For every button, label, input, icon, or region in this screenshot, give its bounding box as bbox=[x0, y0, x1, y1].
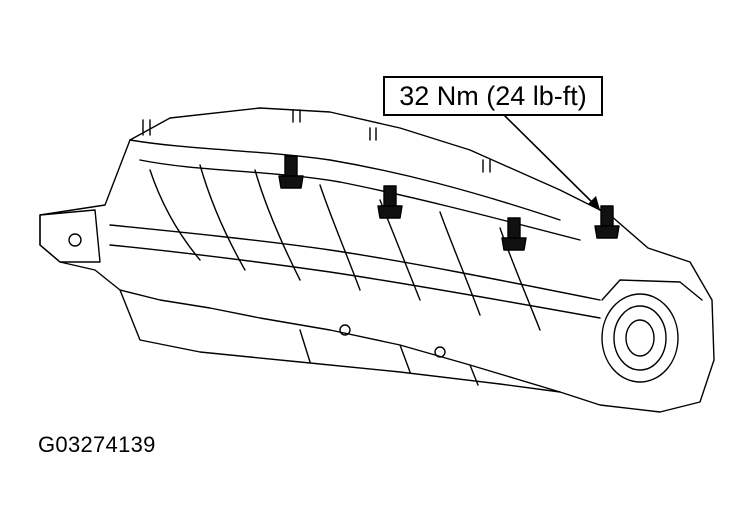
torque-callout-label: 32 Nm (24 lb-ft) bbox=[399, 80, 587, 111]
highlighted-bolt-3 bbox=[501, 217, 527, 251]
figure-id: G03274139 bbox=[38, 432, 156, 457]
highlighted-bolt-1 bbox=[278, 155, 304, 189]
manifold-body bbox=[39, 107, 715, 413]
callout-leader bbox=[504, 115, 601, 211]
highlighted-bolt-2 bbox=[377, 185, 403, 219]
highlighted-bolt-4 bbox=[594, 205, 620, 239]
torque-callout: 32 Nm (24 lb-ft) bbox=[383, 76, 603, 116]
